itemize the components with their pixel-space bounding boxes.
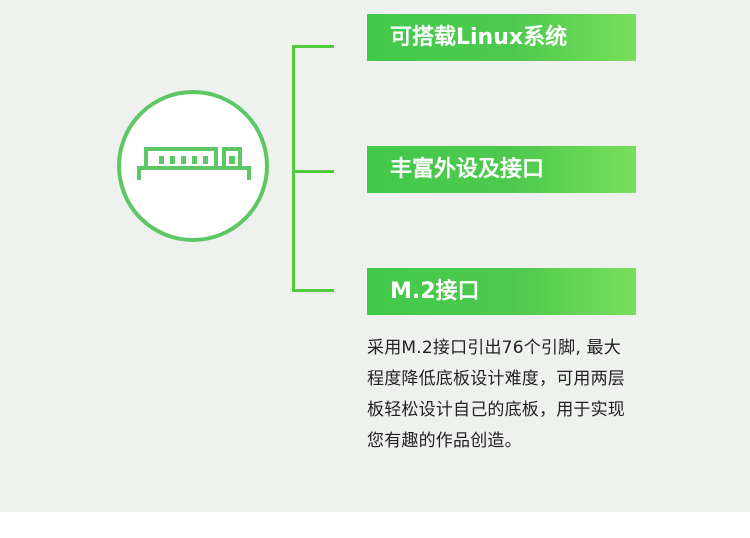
bracket-top-branch	[292, 45, 334, 48]
feature-panel: 可搭载Linux系统 丰富外设及接口 M.2接口 采用M.2接口引出76个引脚,…	[0, 0, 750, 512]
feature-label-peripherals: 丰富外设及接口	[367, 146, 636, 193]
description-line: 您有趣的作品创造。	[367, 431, 522, 451]
feature-label-linux: 可搭载Linux系统	[367, 14, 636, 61]
bracket-middle-branch	[292, 170, 334, 173]
bracket-bottom-branch	[292, 289, 334, 292]
m2-connector-icon	[137, 147, 251, 180]
description-line: 程度降低底板设计难度，可用两层	[367, 369, 625, 389]
m2-description: 采用M.2接口引出76个引脚, 最大 程度降低底板设计难度，可用两层 板轻松设计…	[367, 333, 639, 457]
module-icon-circle	[117, 90, 269, 242]
bracket-vertical-line	[292, 45, 295, 292]
feature-label-m2: M.2接口	[367, 268, 636, 315]
description-line: 采用M.2接口引出76个引脚, 最大	[367, 338, 621, 358]
description-line: 板轻松设计自己的底板，用于实现	[367, 400, 625, 420]
